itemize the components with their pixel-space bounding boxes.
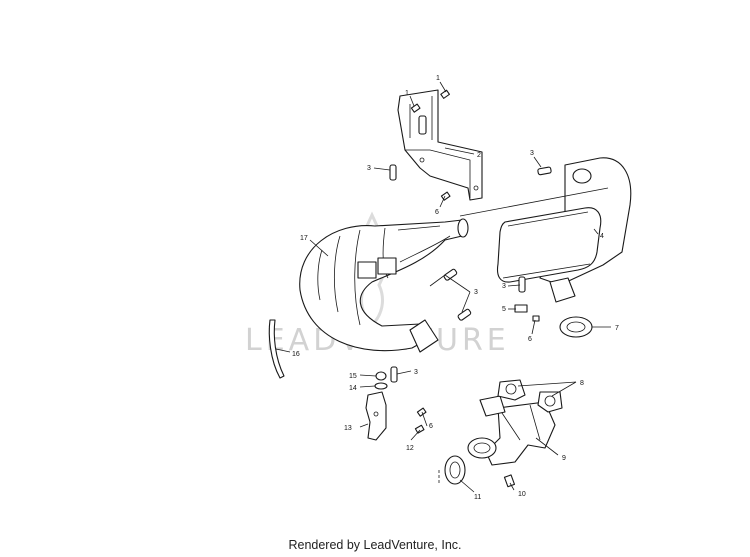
callout-1-left: 1: [405, 90, 409, 97]
callout-10: 10: [518, 491, 526, 498]
exhaust-gasket: [444, 455, 466, 485]
callout-5: 5: [502, 306, 506, 313]
callout-numbers: 1 1 2 3 6 3 4 17 3 5 3 6 7 16 15 14 3 13…: [292, 75, 619, 501]
callout-7: 7: [615, 325, 619, 332]
callout-1-top: 1: [436, 75, 440, 82]
exhaust-manifold: [467, 395, 556, 466]
callout-8: 8: [580, 380, 584, 387]
footer-credit: Rendered by LeadVenture, Inc.: [288, 538, 462, 552]
callout-9: 9: [562, 455, 566, 462]
exhaust-strap: [268, 319, 285, 379]
callout-3-upper-right: 3: [530, 150, 534, 157]
callout-16: 16: [292, 351, 300, 358]
washer: [374, 382, 388, 390]
callout-6-upper: 6: [435, 209, 439, 216]
upper-mounting-bracket: [397, 89, 483, 201]
callout-6-mid: 6: [528, 336, 532, 343]
seal-ring: [559, 316, 593, 338]
callout-15: 15: [349, 373, 357, 380]
leader-lines: [275, 81, 611, 493]
small-hardware: [410, 89, 540, 488]
callout-11: 11: [474, 494, 481, 501]
callout-3-lower: 3: [414, 369, 418, 376]
callout-12: 12: [406, 445, 414, 452]
callout-14: 14: [349, 385, 357, 392]
callout-17: 17: [300, 235, 308, 242]
callout-6-lower: 6: [429, 423, 433, 430]
callout-4: 4: [600, 233, 604, 240]
manifold-flange-gaskets: [497, 379, 563, 413]
callout-3-mid-right: 3: [502, 283, 506, 290]
callout-2: 2: [477, 152, 481, 159]
springs: [389, 164, 552, 383]
callout-3-upper-left: 3: [367, 165, 371, 172]
grommet: [375, 371, 387, 381]
silencer: [496, 157, 632, 303]
expansion-chamber: [299, 218, 469, 353]
callout-13: 13: [344, 425, 352, 432]
callout-3-pipe: 3: [474, 289, 478, 296]
